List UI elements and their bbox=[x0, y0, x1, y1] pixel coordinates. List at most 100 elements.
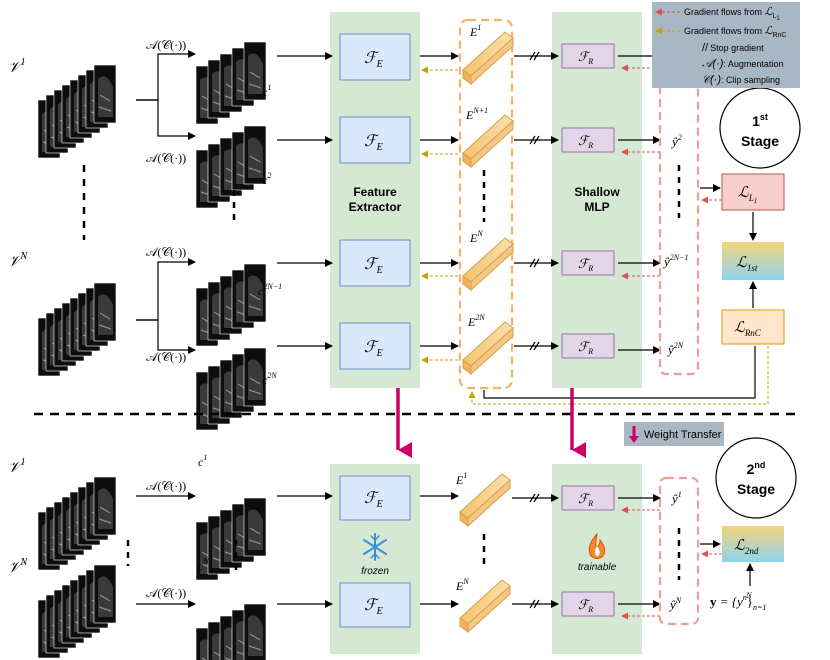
regressor-box-2 bbox=[561, 127, 615, 153]
encoder-box-3 bbox=[339, 239, 411, 287]
clip-label-1: c1 bbox=[262, 83, 271, 99]
s2-prediction-group-box bbox=[658, 476, 700, 626]
loss-l1-box bbox=[721, 173, 785, 211]
regressor-label-2: ℱR bbox=[578, 133, 593, 150]
s2-clip-stack-n bbox=[196, 604, 266, 660]
legend-augmentation: 𝒜(·): Augmentation bbox=[702, 58, 783, 70]
snowflake-icon bbox=[363, 533, 387, 561]
embedding-label-3: EN bbox=[469, 229, 483, 245]
embedding-1 bbox=[462, 31, 514, 85]
clip-stack-4 bbox=[196, 348, 266, 430]
weight-transfer-legend-box bbox=[624, 422, 724, 446]
embedding-label-2: EN+1 bbox=[465, 106, 488, 122]
video-label-n: 𝒱N bbox=[8, 251, 29, 270]
loss-2nd-box bbox=[722, 526, 784, 562]
trainable-label: trainable bbox=[578, 562, 617, 573]
stage2-badge-text: 2nd bbox=[747, 460, 766, 477]
s2-prediction-label-n: ŷN bbox=[668, 596, 682, 612]
embedding-2 bbox=[462, 114, 514, 168]
encoder-box-4 bbox=[339, 322, 411, 370]
loss-l1-label: ℒL1 bbox=[738, 185, 757, 205]
s2-encoder-label-n: ℱE bbox=[364, 597, 383, 617]
legend-clip-sampling: 𝒞(·): Clip sampling bbox=[702, 74, 780, 86]
s2-regressor-box-n bbox=[561, 591, 615, 617]
embedding-label-1: E1 bbox=[469, 23, 481, 39]
regressor-box-3 bbox=[561, 250, 615, 276]
target-label: y = {yn}n=1N bbox=[710, 591, 766, 612]
frozen-label: frozen bbox=[361, 566, 389, 577]
stage2-badge bbox=[715, 437, 797, 519]
weight-transfer-arrow-icon bbox=[629, 426, 639, 443]
regressor-label-4: ℱR bbox=[578, 339, 593, 356]
prediction-label-2: ŷ2 bbox=[670, 133, 682, 149]
s2-embedding-label-1: E1 bbox=[455, 471, 467, 487]
s2-regressor-box-1 bbox=[561, 485, 615, 511]
encoder-box-2 bbox=[339, 116, 411, 164]
s2-clip-stack-1 bbox=[196, 498, 266, 580]
encoder-label-3: ℱE bbox=[364, 256, 383, 276]
clip-label-3: c2N−1 bbox=[258, 282, 282, 298]
s2-video-stack-n bbox=[38, 565, 116, 658]
stage1-badge-text: 1st bbox=[752, 112, 768, 129]
legend-box bbox=[652, 2, 800, 88]
s2-clip-label-n: cN bbox=[198, 557, 209, 573]
shallow-mlp-panel bbox=[552, 12, 642, 388]
loss-1st-box bbox=[722, 242, 784, 280]
prediction-label-4: ŷ2N bbox=[666, 341, 684, 357]
encoder-box-1 bbox=[339, 33, 411, 81]
s2-encoder-box-n bbox=[339, 582, 411, 628]
embedding-group-box bbox=[458, 18, 514, 390]
aug-label-1: 𝒜(𝒞(·)) bbox=[146, 38, 186, 52]
loss-rnc-label: ℒRnC bbox=[734, 320, 762, 338]
s2-clip-label-1: c1 bbox=[198, 453, 207, 469]
clip-label-2: c2 bbox=[262, 171, 271, 187]
encoder-label-1: ℱE bbox=[364, 50, 383, 70]
s2-regressor-label-1: ℱR bbox=[578, 491, 593, 508]
regressor-box-1 bbox=[561, 43, 615, 69]
legend-stop-gradient: //Stop gradient bbox=[702, 42, 764, 54]
embedding-label-4: E2N bbox=[467, 313, 485, 329]
embedding-3 bbox=[462, 237, 514, 291]
clip-stack-2 bbox=[196, 126, 266, 208]
s2-regressor-label-n: ℱR bbox=[578, 597, 593, 614]
clip-stack-1 bbox=[196, 42, 266, 124]
regressor-box-4 bbox=[561, 333, 615, 359]
flame-icon bbox=[588, 532, 606, 559]
s2-aug-label-2: 𝒜(𝒞(·)) bbox=[146, 586, 186, 600]
stage1-badge-word: Stage bbox=[741, 133, 779, 149]
weight-transfer-label: Weight Transfer bbox=[644, 429, 722, 441]
stop-gradient-marks bbox=[529, 51, 540, 351]
s2-embedding-label-n: EN bbox=[455, 577, 469, 593]
video-stack-n bbox=[38, 283, 116, 376]
aug-label-3: 𝒜(𝒞(·)) bbox=[146, 245, 186, 259]
s2-prediction-label-1: ŷ1 bbox=[670, 490, 682, 506]
s2-video-label-n: 𝒱N bbox=[8, 557, 29, 576]
prediction-label-3: ŷ2N−1 bbox=[662, 253, 689, 269]
s2-video-stack-1 bbox=[38, 477, 116, 570]
regressor-label-1: ℱR bbox=[578, 49, 593, 66]
legend-grad-l1: Gradient flows from ℒL1 bbox=[684, 6, 780, 22]
s2-embedding-n bbox=[459, 579, 511, 633]
s2-video-label-1: 𝒱1 bbox=[8, 457, 26, 476]
aug-label-4: 𝒜(𝒞(·)) bbox=[146, 350, 186, 364]
s2-encoder-label-1: ℱE bbox=[364, 490, 383, 510]
s2-encoder-box-1 bbox=[339, 475, 411, 521]
regressor-label-3: ℱR bbox=[578, 256, 593, 273]
stage2-badge-word: Stage bbox=[737, 481, 775, 497]
s2-embedding-1 bbox=[459, 473, 511, 527]
s2-aug-label-1: 𝒜(𝒞(·)) bbox=[146, 479, 186, 493]
encoder-label-2: ℱE bbox=[364, 133, 383, 153]
clip-stack-3 bbox=[196, 264, 266, 346]
embedding-4 bbox=[462, 321, 514, 375]
clip-label-4: c2N bbox=[262, 371, 277, 387]
video-stack-1 bbox=[38, 65, 116, 158]
loss-rnc-box bbox=[721, 309, 785, 345]
legend-grad-rnc: Gradient flows from ℒRnC bbox=[684, 25, 786, 39]
loss-1st-label: ℒ1st bbox=[736, 255, 758, 273]
encoder-label-4: ℱE bbox=[364, 339, 383, 359]
aug-label-2: 𝒜(𝒞(·)) bbox=[146, 151, 186, 165]
video-label-1: 𝒱1 bbox=[8, 57, 26, 76]
